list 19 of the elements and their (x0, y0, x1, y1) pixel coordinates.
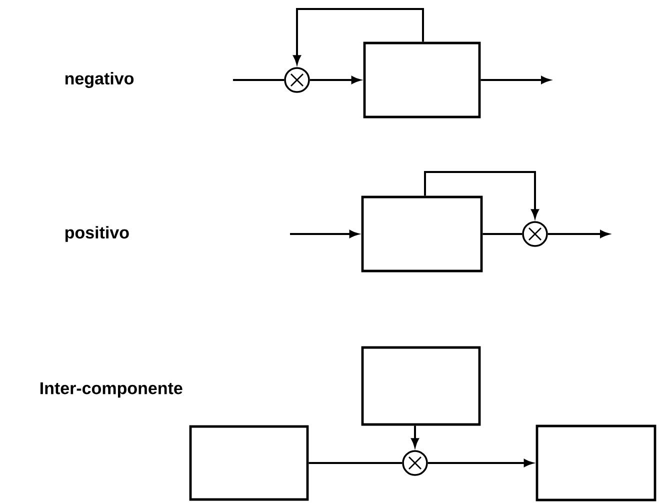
arrow (424, 171, 539, 218)
arrow (480, 76, 550, 84)
row-label: negativo (65, 72, 134, 88)
block-box (361, 196, 483, 272)
arrow (411, 426, 419, 447)
arrow (290, 230, 358, 238)
row-label: Inter-componente (40, 382, 182, 398)
block-box (361, 346, 481, 426)
summing-junction (402, 450, 428, 476)
arrow (428, 459, 533, 467)
arrow (310, 76, 360, 84)
block-box (363, 42, 481, 118)
summing-junction (284, 67, 310, 93)
summing-junction (522, 221, 548, 247)
row-label: positivo (65, 226, 129, 242)
block-box (536, 424, 656, 502)
block-box (189, 425, 309, 501)
arrow (548, 230, 609, 238)
arrow (293, 8, 424, 64)
